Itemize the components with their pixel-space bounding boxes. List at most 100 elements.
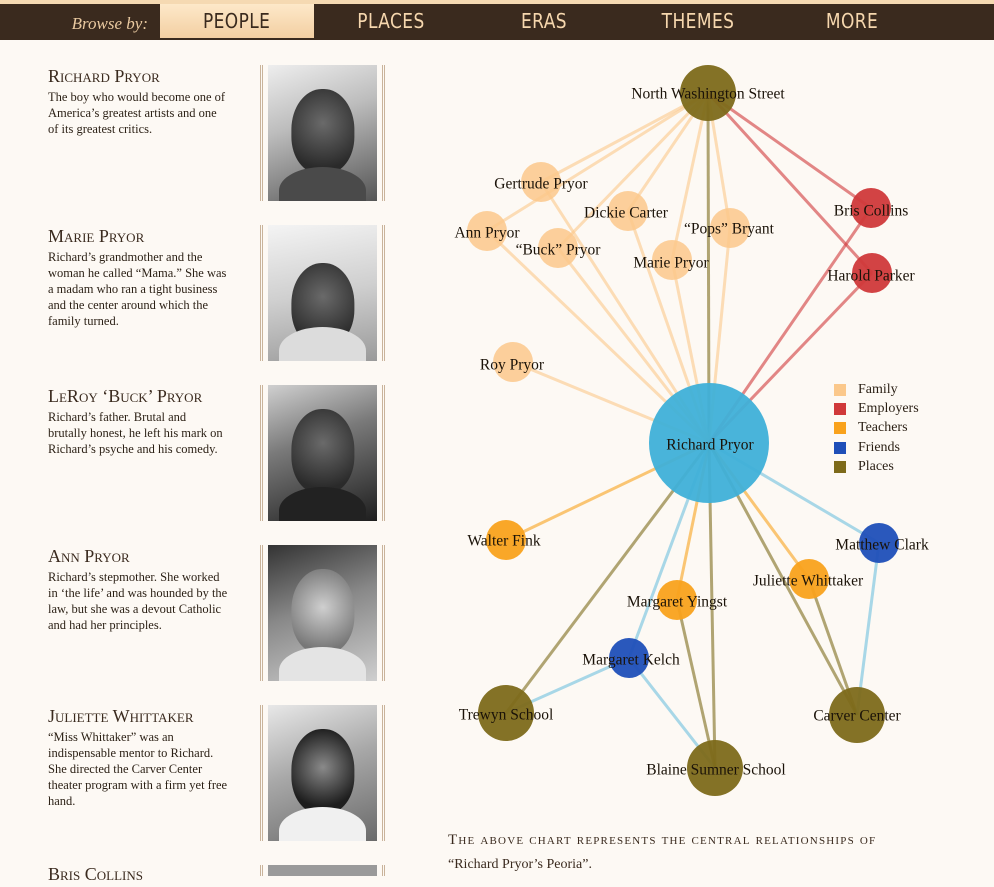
node-gertrude[interactable] — [521, 162, 561, 202]
person-photo[interactable] — [260, 705, 385, 841]
node-label-ann[interactable]: Ann Pryor — [454, 225, 520, 242]
person-name[interactable]: Ann Pryor — [48, 546, 130, 566]
person-name[interactable]: LeRoy ‘Buck’ Pryor — [48, 386, 203, 406]
node-label-pops[interactable]: “Pops” Bryant — [684, 221, 775, 238]
photo-image — [268, 545, 377, 681]
node-bris[interactable] — [851, 188, 891, 228]
legend-item-places[interactable]: Places — [834, 457, 919, 476]
tab-eras[interactable]: ERAS — [520, 9, 567, 33]
person-name[interactable]: Richard Pryor — [48, 66, 160, 86]
node-richard[interactable] — [649, 383, 769, 503]
labels-layer: Richard Pryor North Washington StreetGert… — [454, 86, 928, 779]
photo-image — [268, 705, 377, 841]
node-matthew[interactable] — [859, 523, 899, 563]
legend-item-friends[interactable]: Friends — [834, 438, 919, 457]
legend-swatch — [834, 422, 846, 435]
tab-themes[interactable]: THEMES — [661, 9, 735, 33]
person-description: The boy who would become one of America’… — [48, 90, 226, 136]
node-walter[interactable] — [486, 520, 526, 560]
photo-image — [268, 865, 377, 876]
person-card-leroy-buck-pryor[interactable]: LeRoy ‘Buck’ Pryor Richard’s father. Bru… — [48, 386, 228, 457]
node-trewyn[interactable] — [478, 685, 534, 741]
person-description: Richard’s father. Brutal and brutally ho… — [48, 410, 223, 456]
node-blaine[interactable] — [687, 740, 743, 796]
node-ann[interactable] — [467, 211, 507, 251]
node-label-nws[interactable]: North Washington Street — [631, 86, 785, 103]
legend-label: Places — [858, 458, 894, 474]
legend-label: Employers — [858, 400, 919, 416]
node-roy[interactable] — [493, 342, 533, 382]
node-label-roy[interactable]: Roy Pryor — [480, 357, 545, 374]
edge-nws-ann — [486, 91, 709, 233]
node-label-margaret-k[interactable]: Margaret Kelch — [582, 652, 680, 669]
node-label-matthew[interactable]: Matthew Clark — [835, 537, 929, 554]
photo-image — [268, 225, 377, 361]
node-label-juliette[interactable]: Juliette Whittaker — [753, 573, 864, 590]
legend-item-teachers[interactable]: Teachers — [834, 419, 919, 438]
node-label-dickie[interactable]: Dickie Carter — [584, 205, 669, 222]
person-card-juliette-whittaker[interactable]: Juliette Whittaker “Miss Whittaker” was … — [48, 706, 228, 809]
tab-more[interactable]: MORE — [825, 9, 879, 33]
person-card-ann-pryor[interactable]: Ann Pryor Richard’s stepmother. She work… — [48, 546, 228, 633]
node-carver[interactable] — [829, 687, 885, 743]
caption-title: “Richard Pryor’s Peoria”. — [448, 857, 592, 872]
person-photo[interactable] — [260, 65, 385, 201]
nodes-layer — [467, 65, 899, 796]
legend-swatch — [834, 460, 846, 473]
chart-caption: The above chart represents the central r… — [448, 828, 968, 877]
node-label-carver[interactable]: Carver Center — [813, 708, 901, 725]
node-label-harold[interactable]: Harold Parker — [827, 268, 915, 285]
person-description: Richard’s stepmother. She worked in ‘the… — [48, 570, 228, 632]
tab-people[interactable]: PEOPLE — [160, 4, 314, 38]
node-juliette[interactable] — [789, 559, 829, 599]
edge-nws-harold — [706, 91, 874, 275]
person-description: Richard’s grandmother and the woman he c… — [48, 250, 227, 328]
node-label-richard[interactable]: Richard Pryor — [666, 437, 754, 454]
node-margaret-y[interactable] — [657, 580, 697, 620]
node-harold[interactable] — [852, 253, 892, 293]
person-photo[interactable] — [260, 225, 385, 361]
person-description: “Miss Whittaker” was an indispensable me… — [48, 730, 228, 808]
edge-nws-marie — [670, 92, 710, 261]
node-label-blaine[interactable]: Blaine Sumner School — [646, 762, 786, 779]
legend-swatch — [834, 441, 846, 454]
node-label-walter[interactable]: Walter Fink — [467, 533, 540, 550]
legend-item-family[interactable]: Family — [834, 380, 919, 399]
edge-matthew-carver — [855, 542, 881, 716]
person-card-marie-pryor[interactable]: Marie Pryor Richard’s grandmother and th… — [48, 226, 228, 329]
node-nws[interactable] — [680, 65, 736, 121]
node-label-bris[interactable]: Bris Collins — [834, 203, 909, 220]
tab-places[interactable]: PLACES — [357, 9, 425, 33]
legend-swatch — [834, 383, 846, 396]
edge-nws-buck — [556, 91, 710, 250]
person-photo[interactable] — [260, 865, 385, 876]
person-photo[interactable] — [260, 385, 385, 521]
person-card-richard-pryor[interactable]: Richard Pryor The boy who would become o… — [48, 66, 228, 137]
node-label-marie[interactable]: Marie Pryor — [633, 255, 709, 272]
person-name[interactable]: Marie Pryor — [48, 226, 145, 246]
photo-image — [268, 65, 377, 201]
node-dickie[interactable] — [608, 191, 648, 231]
node-pops[interactable] — [710, 208, 750, 248]
legend-label: Family — [858, 381, 898, 397]
node-label-margaret-y[interactable]: Margaret Yingst — [627, 594, 728, 611]
legend-item-employers[interactable]: Employers — [834, 399, 919, 418]
legend-label: Friends — [858, 439, 900, 455]
node-margaret-k[interactable] — [609, 638, 649, 678]
node-marie[interactable] — [652, 240, 692, 280]
edge-margaret_y-blaine — [675, 599, 717, 769]
edge-nws-bris — [707, 91, 872, 210]
edge-nws-gertrude — [540, 91, 709, 184]
legend-label: Teachers — [858, 420, 908, 436]
legend-swatch — [834, 402, 846, 415]
node-label-gertrude[interactable]: Gertrude Pryor — [494, 176, 588, 193]
caption-lead: The above chart represents the central r… — [448, 832, 877, 848]
network-legend: Family Employers Teachers Friends Places — [834, 380, 919, 476]
person-photo[interactable] — [260, 545, 385, 681]
person-name[interactable]: Juliette Whittaker — [48, 706, 194, 726]
node-label-trewyn[interactable]: Trewyn School — [459, 707, 554, 724]
node-buck[interactable] — [538, 228, 578, 268]
photo-image — [268, 385, 377, 521]
node-label-buck[interactable]: “Buck” Pryor — [516, 242, 602, 259]
